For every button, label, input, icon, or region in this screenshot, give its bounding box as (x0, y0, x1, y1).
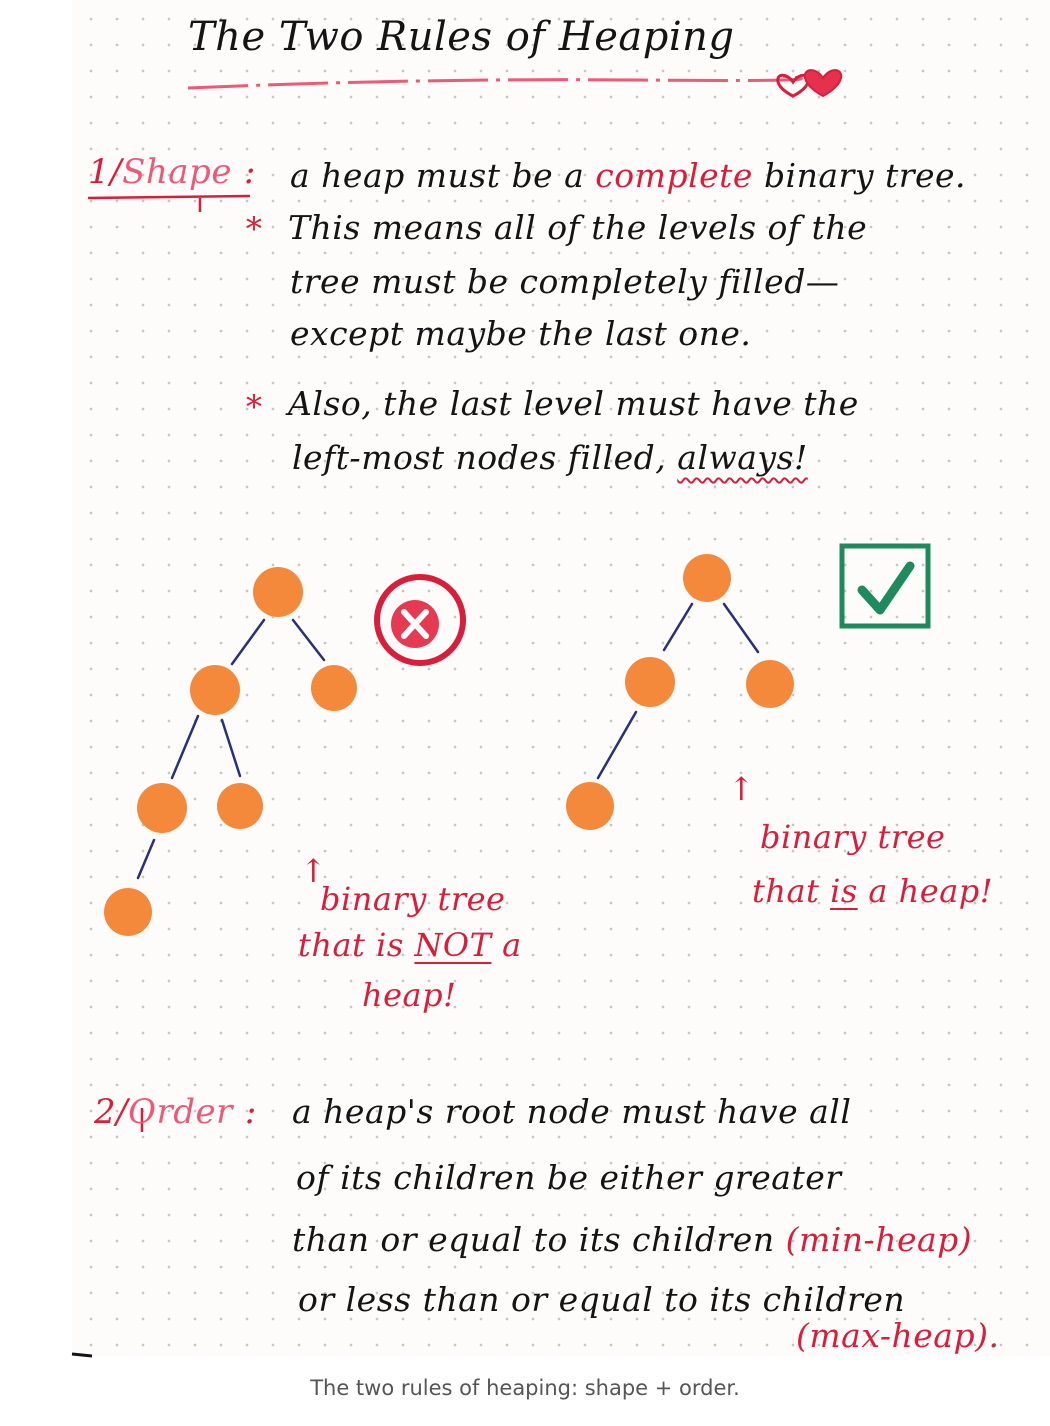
bad-caption-line2-after: a (502, 926, 522, 964)
rule2-line4-tag: (max-heap). (796, 1316, 999, 1355)
page-edge-mark (71, 1352, 93, 1358)
heart-icon-right (803, 69, 843, 98)
bad-caption-arrow: ↑ (300, 852, 328, 890)
rule1-statement-highlight: complete (595, 156, 753, 195)
rule2-colon: : (244, 1092, 257, 1132)
rule1-colon: : (243, 152, 256, 192)
tree-node (566, 782, 614, 830)
cross-icon (374, 574, 466, 666)
rule1-statement-before: a heap must be a (290, 156, 585, 195)
bad-tree-edges (136, 618, 326, 880)
bad-caption-line1: binary tree (320, 880, 506, 918)
good-caption-arrow: ↑ (728, 770, 756, 808)
good-caption-line2-emph: is (830, 872, 858, 910)
rule1-number: 1/ (88, 152, 123, 192)
good-caption-line2: that is a heap! (752, 872, 993, 910)
bullet-star-icon: * (246, 210, 263, 248)
rule2-line1: a heap's root node must have all (292, 1092, 852, 1131)
rule1-number-underline (87, 194, 251, 200)
rule2-heading: 2/Order: (94, 1092, 257, 1132)
figure-caption: The two rules of heaping: shape + order. (310, 1376, 740, 1400)
rule2-line4-tag-text: (max-heap). (796, 1316, 1000, 1355)
rule2-number: 2/ (94, 1092, 129, 1132)
rule2-name: Order (128, 1092, 233, 1132)
tree-node (683, 554, 731, 602)
bad-tree-nodes (104, 567, 357, 936)
bad-caption-line2-before: that is (298, 926, 404, 964)
title-underline (187, 74, 803, 90)
rule2-line3-tag: (min-heap) (785, 1220, 973, 1259)
check-icon (839, 543, 931, 629)
tree-node (746, 660, 794, 708)
dot-grid-paper (72, 0, 1050, 1356)
rule1-statement-after: binary tree. (763, 156, 967, 195)
bad-caption-line2: that is NOT a (298, 926, 522, 964)
rule1-bullet1-line1: This means all of the levels of the (288, 208, 868, 247)
tree-node (625, 657, 675, 707)
good-caption-line2-before: that (752, 872, 820, 910)
good-caption-line1: binary tree (760, 818, 946, 856)
bullet-star-icon: * (246, 388, 263, 426)
rule2-line2: of its children be either greater (296, 1158, 842, 1197)
good-tree-edges (596, 602, 760, 780)
rule2-line3-before: than or equal to its children (292, 1220, 775, 1259)
bad-caption-line3: heap! (362, 976, 457, 1014)
rule1-bullet1-line3: except maybe the last one. (290, 314, 752, 353)
good-caption-line2-after: a heap! (868, 872, 994, 910)
rule1-bullet2-line1: Also, the last level must have the (288, 384, 859, 423)
rule1-bullet1-line2: tree must be completely filled— (290, 262, 840, 301)
tree-node (311, 665, 357, 711)
rule1-statement: a heap must be a complete binary tree. (290, 156, 966, 195)
rule1-bullet2-line2: left-most nodes filled, always! (292, 438, 808, 477)
tree-node (137, 783, 187, 833)
tree-node (190, 665, 240, 715)
tree-node (217, 783, 263, 829)
page-title: The Two Rules of Heaping (188, 14, 735, 60)
rule2-line4: or less than or equal to its children (298, 1280, 906, 1319)
rule2-line3: than or equal to its children (min-heap) (292, 1220, 972, 1259)
rule1-bullet2-before: left-most nodes filled, (292, 438, 667, 477)
bad-caption-line2-emph: NOT (414, 926, 492, 964)
tree-node (253, 567, 303, 617)
rule1-bullet2-emph: always! (677, 438, 808, 477)
tree-node (104, 888, 152, 936)
good-tree-nodes (566, 554, 794, 830)
rule1-heading: 1/Shape: (88, 152, 256, 192)
rule1-name: Shape (122, 152, 232, 192)
